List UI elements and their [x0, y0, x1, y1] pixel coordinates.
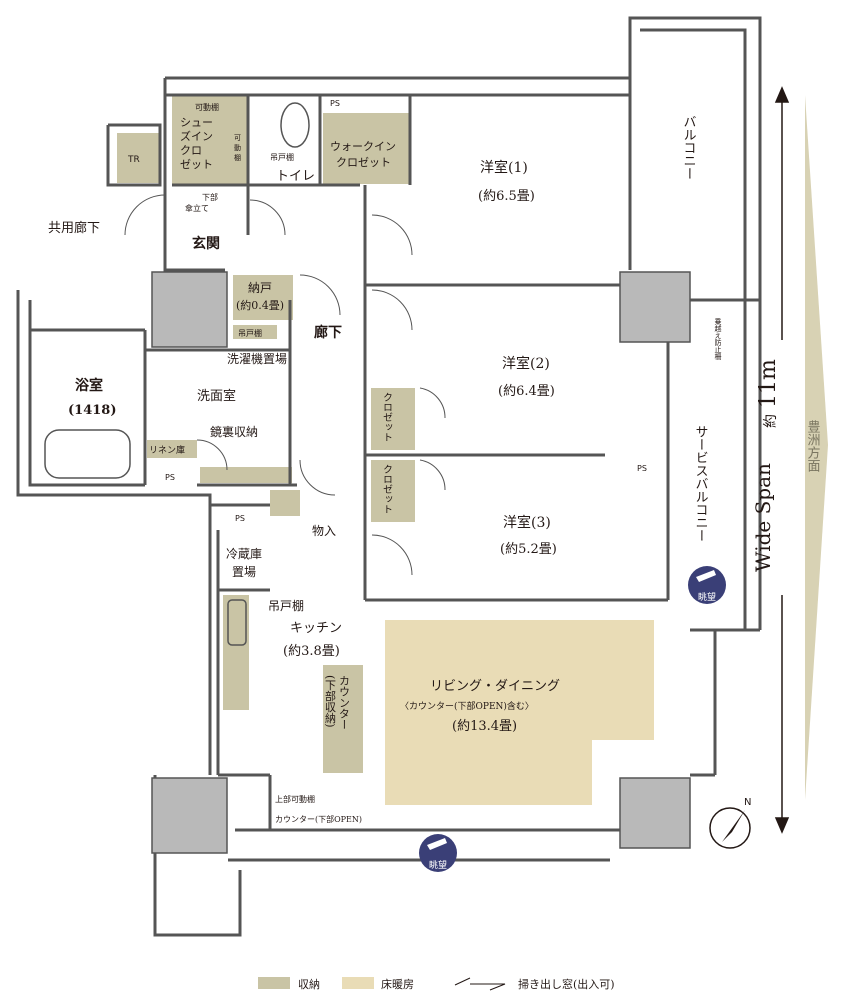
mirror-fill: [200, 467, 292, 483]
ps-kitchen-label: PS: [235, 514, 245, 523]
room-western2-size: (約6.4畳): [498, 384, 555, 399]
shoe-closet-fill: [172, 96, 247, 184]
service-balcony-label: サービスバルコニー: [693, 425, 709, 542]
living-note: 〈カウンター(下部OPEN)含む〉: [400, 700, 534, 712]
view-label-right: 眺望: [698, 591, 716, 603]
room-western1-name: 洋室(1): [480, 159, 528, 176]
linen-label: リネン庫: [149, 444, 185, 456]
room-western1-size: (約6.5畳): [478, 189, 535, 204]
closet1-fill: [371, 388, 415, 450]
ps-top-label: PS: [330, 99, 340, 108]
view-badge-bottom: 眺望: [419, 834, 457, 872]
walls: [16, 16, 762, 937]
walk-in-closet-fill: [323, 113, 409, 184]
doors: [124, 194, 446, 576]
direction-arrow: [805, 95, 828, 800]
ps-bath-label: PS: [165, 473, 175, 482]
legend-heating-label: 床暖房: [381, 977, 414, 991]
legend: 収納 床暖房 掃き出し窓(出入可): [258, 977, 615, 991]
nando-name: 納戸: [248, 281, 272, 295]
kasa-a: 下部: [202, 192, 218, 202]
view-badge-right: 眺望: [688, 566, 726, 604]
kado-v3: 棚: [234, 153, 241, 162]
closet2-fill: [371, 460, 415, 522]
room-western2-name: 洋室(2): [502, 355, 550, 372]
bath-size: (1418): [68, 403, 116, 418]
linen-fill: [147, 440, 197, 458]
kitchen-counter-fill: [223, 595, 249, 710]
fall-guard-label: 乗越え防止柵: [714, 317, 722, 360]
labels: 洋室(1) (約6.5畳) 洋室(2) (約6.4畳) 洋室(3) (約5.2畳…: [48, 99, 722, 824]
legend-heating-swatch: [342, 977, 374, 989]
room-western3-name: 洋室(3): [503, 514, 551, 531]
shoes-label-d: ゼット: [180, 158, 213, 171]
common-corridor-label: 共用廊下: [48, 220, 100, 236]
toilet-bowl: [280, 102, 310, 148]
fridge-a: 冷蔵庫: [226, 547, 262, 561]
telescope-icon: [427, 838, 447, 850]
floor-heating-area: [385, 620, 654, 805]
dimension-value: 11m: [756, 359, 781, 408]
walk-in-a: ウォークイン: [330, 140, 396, 153]
tr-label: TR: [127, 155, 140, 165]
kado-v2: 動: [234, 143, 241, 152]
kitchen-sink: [227, 599, 247, 646]
kitchen-name: キッチン: [290, 621, 342, 636]
compass-needle-icon: [722, 810, 745, 842]
tsurito-nando: 吊戸棚: [238, 328, 262, 338]
mirror-storage-label: 鏡裏収納: [210, 424, 258, 439]
washroom-name: 洗面室: [197, 388, 236, 404]
compass-label: N: [744, 797, 751, 808]
hallway-label: 廊下: [314, 324, 342, 341]
nando-size: (約0.4畳): [236, 298, 284, 312]
closet1-label: クロゼット: [381, 392, 393, 442]
telescope-icon: [696, 570, 716, 582]
kasa-b: 傘立て: [185, 203, 209, 213]
counter-open-label: カウンター(下部OPEN): [275, 814, 362, 824]
view-label-bottom: 眺望: [429, 859, 447, 871]
upper-shelf-label: 上部可動棚: [275, 794, 315, 804]
room-western3-size: (約5.2畳): [500, 542, 557, 557]
walk-in-b: クロゼット: [336, 156, 391, 169]
nando-fill: [233, 275, 293, 320]
counter-storage-fill: [323, 665, 363, 773]
direction-label: 豊洲方面: [805, 420, 821, 472]
fills: [117, 96, 654, 805]
living-name: リビング・ダイニング: [430, 679, 560, 694]
living-size: (約13.4畳): [452, 719, 517, 734]
tsurito-fill: [233, 325, 277, 339]
monoire-fill: [270, 490, 300, 516]
legend-storage-swatch: [258, 977, 290, 989]
washer-label: 洗濯機置場: [227, 351, 287, 366]
kitchen-size: (約3.8畳): [283, 644, 340, 659]
bath-name: 浴室: [75, 377, 103, 394]
legend-window-label: 掃き出し窓(出入可): [518, 977, 615, 991]
tsurito-kitchen: 吊戸棚: [268, 598, 304, 613]
dimension-label: Wide Span: [751, 463, 775, 572]
legend-window-icon: [454, 977, 506, 991]
counter-b: (下部収納): [324, 675, 337, 728]
closet2-label: クロゼット: [381, 464, 393, 514]
bathtub: [44, 429, 131, 479]
shoes-label-b: ズイン: [180, 129, 213, 143]
legend-storage-label: 収納: [298, 978, 320, 991]
balcony-label: バルコニー: [681, 115, 697, 180]
monoire-label: 物入: [312, 524, 336, 538]
shoes-label-a: シュー: [180, 116, 213, 129]
dimension-line: [774, 86, 790, 834]
tsurito-toilet: 吊戸棚: [270, 152, 294, 162]
pillars: [151, 271, 691, 854]
toilet-label: トイレ: [276, 169, 315, 184]
counter-a: カウンター: [338, 675, 351, 730]
ps-service-label: PS: [637, 464, 647, 473]
tr-fill: [117, 133, 159, 183]
compass: N: [709, 797, 751, 849]
dimension-approx: 約: [763, 414, 779, 428]
fridge-b: 置場: [232, 565, 256, 579]
kado-v1: 可: [234, 134, 241, 142]
entrance-label: 玄関: [192, 235, 220, 252]
kado-tana-label: 可動棚: [195, 102, 219, 112]
shoes-label-c: クロ: [180, 144, 202, 157]
